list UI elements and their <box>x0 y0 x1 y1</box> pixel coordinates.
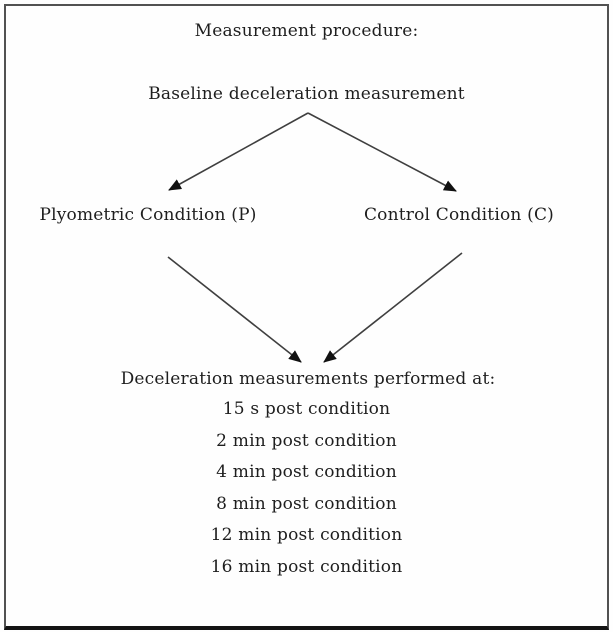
timepoint-list: 15 s post condition 2 min post condition… <box>0 394 613 584</box>
node-baseline-measurement: Baseline deceleration measurement <box>148 84 465 104</box>
timepoint-item: 15 s post condition <box>222 399 391 419</box>
timepoint-item: 8 min post condition <box>216 493 397 514</box>
arrow-control-to-measurements <box>323 252 463 363</box>
node-measurements-header: Deceleration measurements performed at: <box>120 369 496 389</box>
arrow-plyometric-to-measurements <box>167 256 302 363</box>
diagram-title: Measurement procedure: <box>194 21 419 41</box>
arrow-baseline-to-plyometric <box>168 112 309 191</box>
timepoint-item: 4 min post condition <box>216 462 397 483</box>
timepoint-item: 2 min post condition <box>216 430 397 451</box>
timepoint-item: 16 min post condition <box>210 556 403 577</box>
arrow-baseline-to-control <box>307 112 457 192</box>
node-plyometric-condition: Plyometric Condition (P) <box>39 205 257 225</box>
node-control-condition: Control Condition (C) <box>363 205 555 225</box>
timepoint-item: 12 min post condition <box>210 525 403 546</box>
